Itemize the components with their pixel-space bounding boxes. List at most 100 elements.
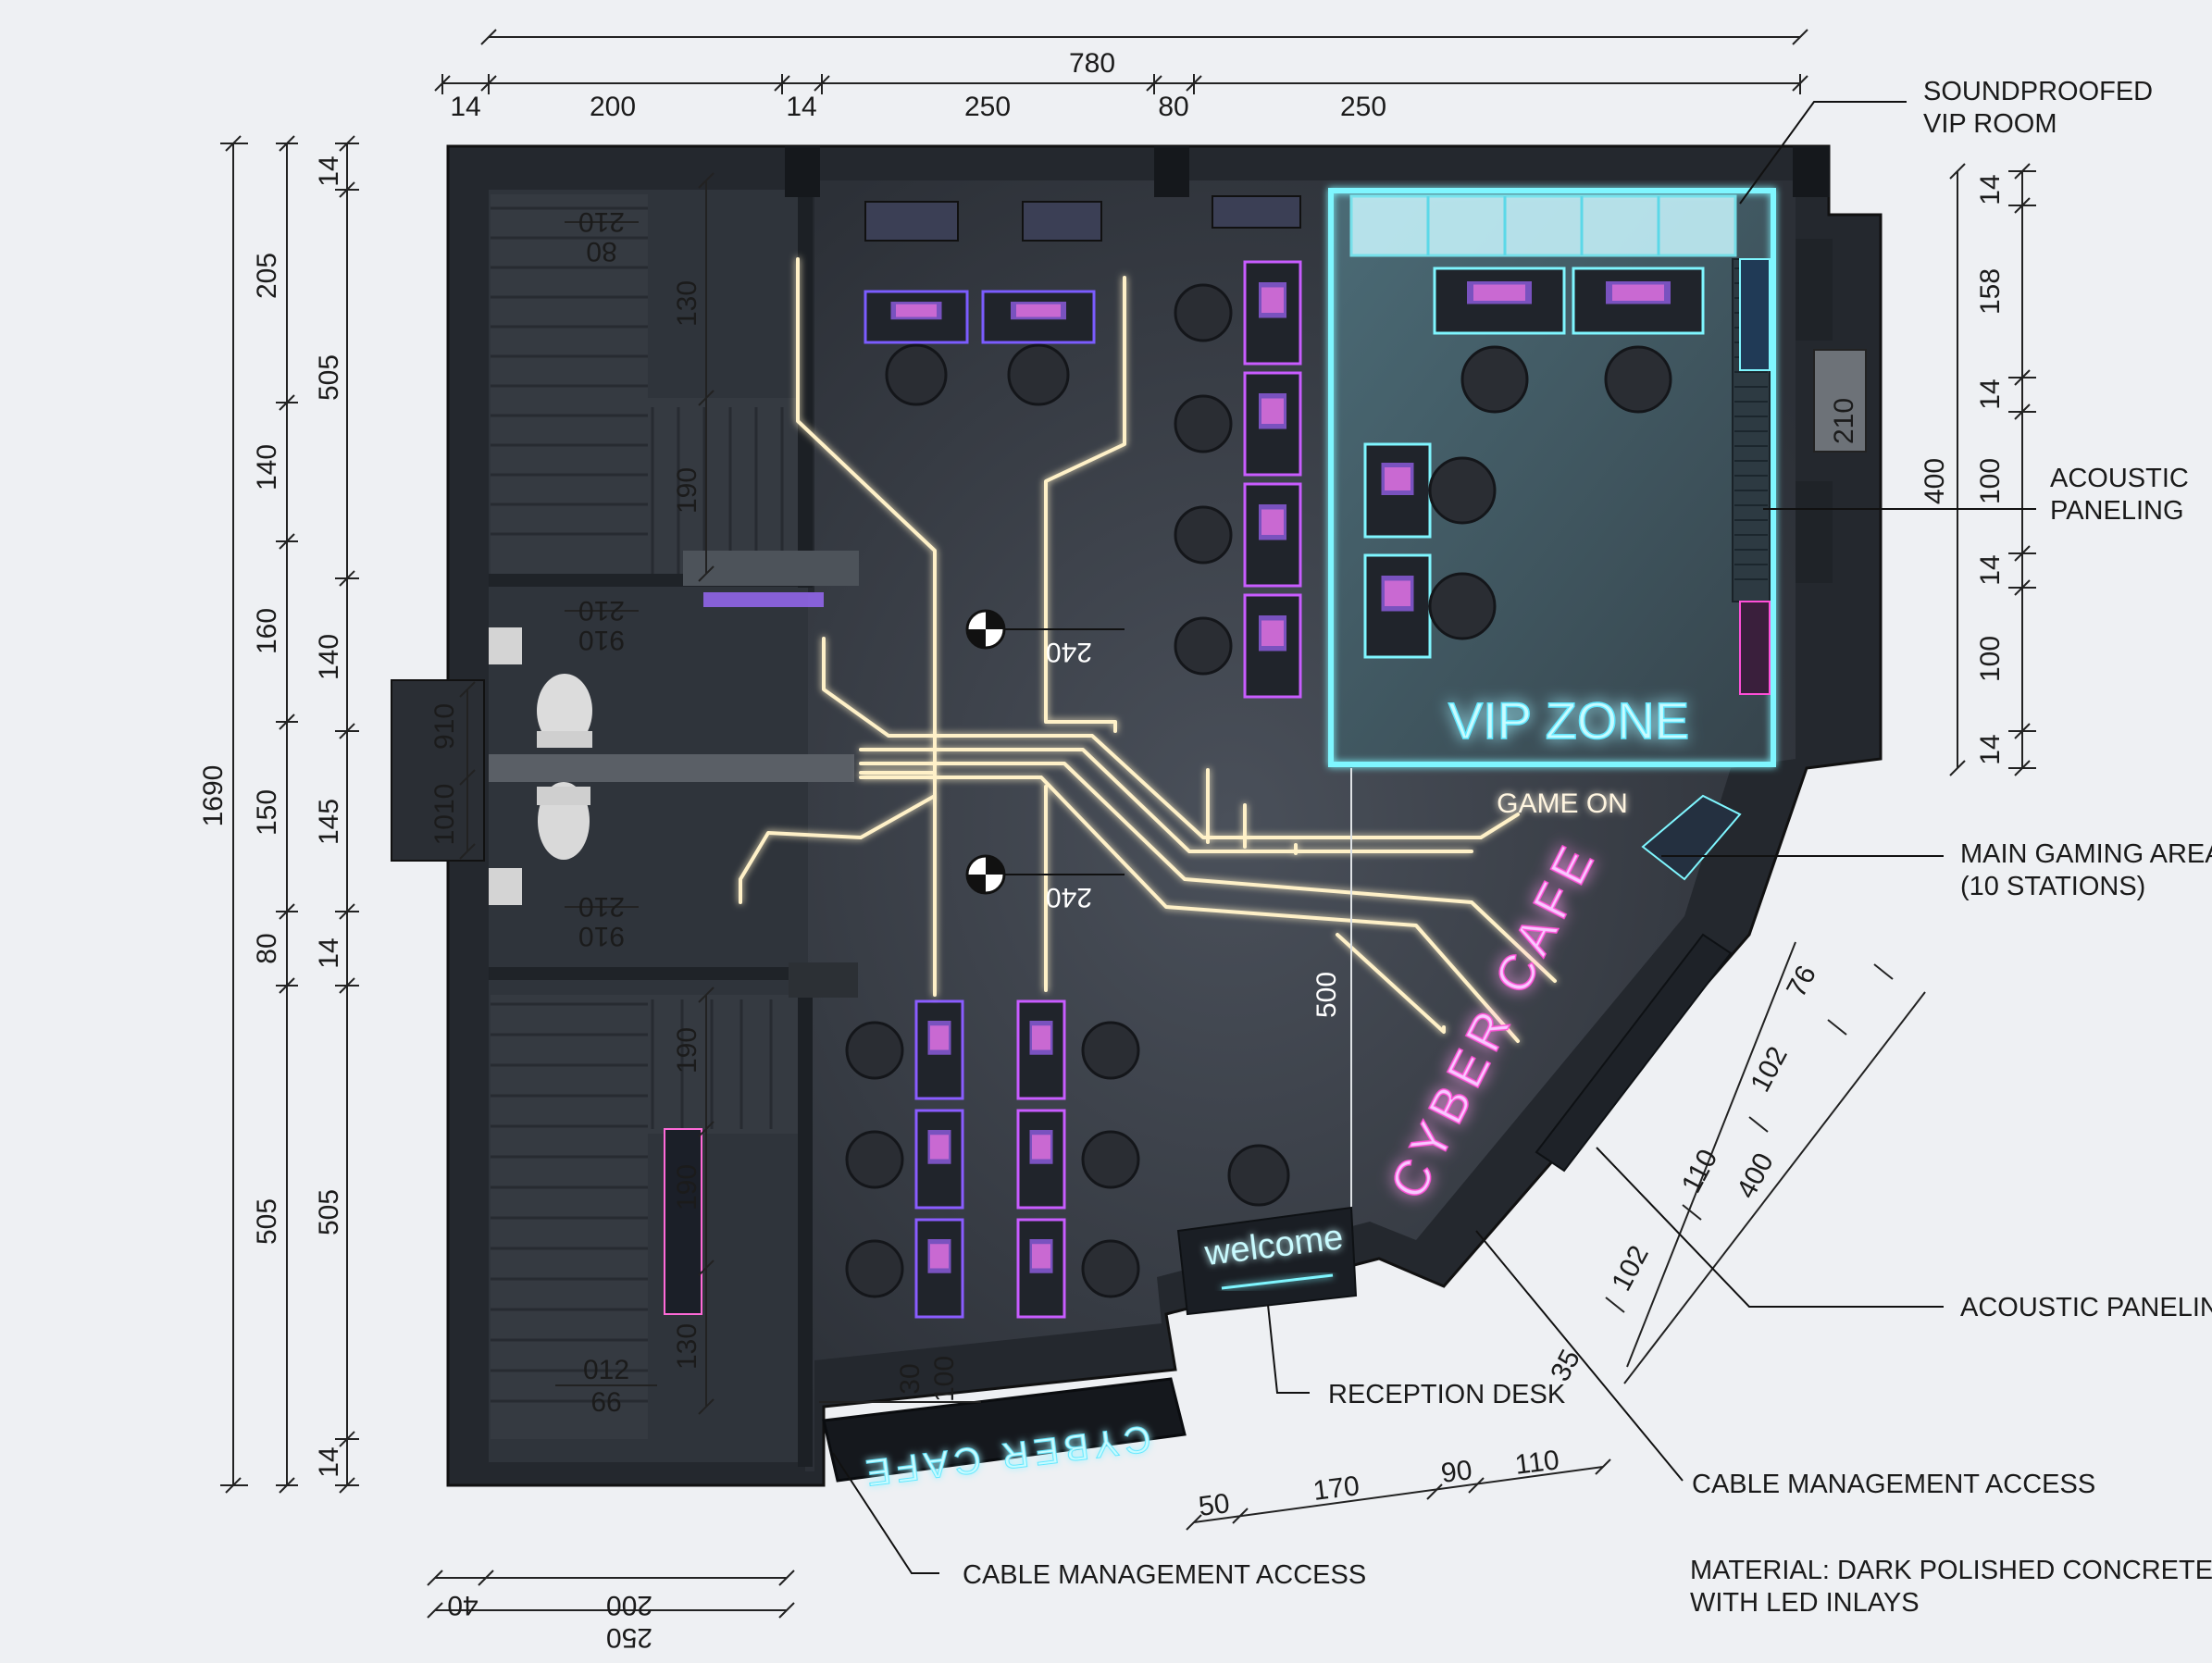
vip-zone-sign: VIP ZONE	[1448, 691, 1689, 750]
diagonal-bench	[1535, 933, 1733, 1173]
dim-left-outer: 205	[252, 253, 282, 299]
dim-right-side: 14	[1975, 174, 2006, 205]
survey-marker-top	[965, 609, 1125, 650]
bottom-sign-box	[822, 1377, 1187, 1483]
window-mullion-1	[1796, 239, 1833, 341]
dim-top-segment: 200	[590, 92, 636, 122]
wall-left-wing-right	[798, 180, 813, 588]
dim-top-segment: 14	[450, 92, 480, 122]
gaming-station	[1016, 999, 1066, 1100]
led-strip-6	[859, 776, 1520, 1043]
door-label-top: 210	[578, 206, 625, 237]
dim-bottom-left-segment: 200	[606, 1590, 652, 1620]
gaming-station	[1363, 442, 1432, 539]
dim-top-segment: 250	[964, 92, 1011, 122]
gaming-station	[1572, 267, 1705, 335]
wall-wc-partition	[489, 754, 854, 782]
callout-cable-right: CABLE MANAGEMENT ACCESS	[1692, 1470, 2096, 1499]
door-label-top: 80	[586, 236, 616, 267]
gaming-station	[1243, 482, 1302, 588]
ledge-wc	[683, 551, 859, 586]
callout-reception: RECEPTION DESK	[1328, 1380, 1566, 1409]
wall-monitor	[1022, 201, 1102, 242]
gaming-station	[914, 1218, 964, 1319]
dim-bottom-right: 50	[1197, 1488, 1231, 1522]
led-strip-10	[1336, 933, 1446, 1034]
gaming-chair	[1081, 1239, 1140, 1298]
wall-monitor	[1212, 195, 1301, 229]
leader-cable-right	[1475, 1230, 1684, 1482]
window-block	[1813, 349, 1867, 453]
stair-display	[664, 1128, 702, 1315]
callout-acoustic-top: ACOUSTIC PANELING	[2050, 464, 2189, 526]
sink-top	[489, 627, 522, 664]
toilet	[537, 674, 592, 860]
ledge-bottom	[789, 962, 858, 998]
gaming-chair	[1604, 345, 1672, 414]
gaming-chair	[885, 343, 948, 406]
wall-monitor	[864, 201, 959, 242]
center-marker-label-top: 240	[1046, 637, 1092, 667]
gaming-station	[981, 290, 1096, 344]
gaming-station	[1016, 1109, 1066, 1210]
gaming-station	[1433, 267, 1566, 335]
gaming-chair	[1081, 1130, 1140, 1189]
dim-diag-outer: 102	[1606, 1241, 1655, 1297]
gaming-station	[1243, 593, 1302, 699]
dim-left-outer: 140	[252, 444, 282, 490]
dim-left-inner: 145	[314, 799, 344, 845]
led-strip-1	[796, 257, 937, 775]
dim-right-side: 158	[1975, 268, 2006, 315]
gaming-station	[864, 290, 969, 344]
gaming-stations	[664, 195, 1742, 1319]
dim-left-outer: 80	[252, 933, 282, 963]
led-inlays	[739, 257, 1557, 1043]
gaming-chair	[1174, 505, 1233, 565]
survey-marker-bottom	[965, 854, 1125, 895]
window-mullion-2	[1796, 481, 1833, 583]
dim-bottom-left-segment: 40	[447, 1590, 478, 1620]
gaming-station	[1243, 260, 1302, 366]
dim-right-side: 14	[1975, 554, 2006, 585]
dim-bottom-left-total: 250	[606, 1622, 652, 1653]
led-strip-4	[859, 748, 1473, 853]
gaming-station	[1363, 553, 1432, 659]
dim-diag-outer: 76	[1781, 961, 1822, 1002]
dim-left-inner: 140	[314, 634, 344, 680]
center-vertical-label: 500	[1311, 972, 1342, 1018]
wc-protrusion	[391, 679, 485, 862]
wc-display	[703, 592, 824, 607]
dim-bottom-right: 110	[1513, 1445, 1560, 1481]
dim-bottom-right: 170	[1311, 1471, 1361, 1507]
dim-right-side: 14	[1975, 734, 2006, 764]
wall-stair-bottom-top	[489, 967, 813, 980]
callout-cable-left: CABLE MANAGEMENT ACCESS	[963, 1560, 1367, 1590]
dim-left-inner: 505	[314, 354, 344, 401]
dim-left-outer: 160	[252, 608, 282, 654]
dim-window-label: 210	[1829, 398, 1859, 444]
gaming-chair	[845, 1239, 904, 1298]
dim-wc-door: 1010	[429, 784, 460, 846]
dim-bottom-step: 30	[895, 1363, 926, 1394]
dim-left-inner: 14	[314, 1446, 344, 1477]
diagonal-display	[1641, 794, 1742, 881]
dim-left-inner: 14	[314, 155, 344, 186]
dim-stair-top: 190	[672, 467, 702, 514]
led-strip-2	[1044, 276, 1126, 733]
dim-top-total: 780	[1069, 48, 1115, 79]
dim-right-side: 14	[1975, 379, 2006, 409]
gaming-chair	[1174, 616, 1233, 676]
vip-poster-bottom	[1739, 601, 1771, 695]
callout-acoustic-bottom: ACOUSTIC PANELING	[1960, 1293, 2212, 1322]
gaming-chair	[845, 1021, 904, 1080]
dim-stair-bottom: 130	[672, 1323, 702, 1370]
leader-vip-room	[1739, 101, 1907, 205]
dimension-lines	[220, 29, 2036, 1619]
dim-right-total: 400	[1920, 458, 1950, 504]
dim-diag-outer: 110	[1676, 1145, 1724, 1198]
dim-left-total: 1690	[198, 765, 229, 827]
gaming-chair	[1007, 343, 1070, 406]
